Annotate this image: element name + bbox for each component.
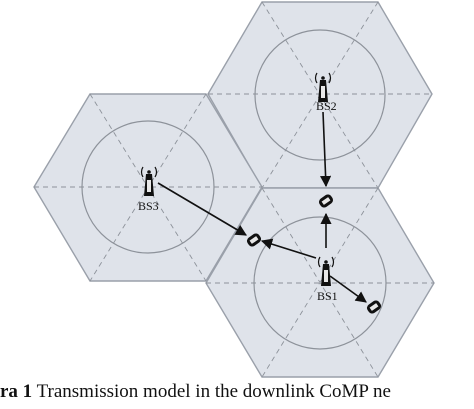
link-bs1-to-ue-shared-left — [260, 238, 317, 259]
bs2-antenna-icon — [314, 72, 332, 102]
figure-number: ra 1 — [0, 381, 33, 402]
bs3-label: BS3 — [138, 199, 159, 213]
link-bs2-to-ue-shared-top — [319, 111, 332, 188]
bs3-antenna-icon — [140, 166, 158, 196]
figure-caption-text: Transmission model in the downlink CoMP … — [32, 381, 391, 402]
ue-shared-top-phone-icon — [318, 194, 334, 208]
link-bs3-to-ue-shared-left — [157, 182, 247, 236]
ue-shared-left-phone-icon — [246, 233, 262, 247]
figure-caption: ra 1 Transmission model in the downlink … — [0, 381, 474, 407]
comp-transmission-diagram: BS2 BS3 BS1 — [33, 1, 435, 378]
bs2-label: BS2 — [316, 99, 337, 113]
cell-bs1 — [205, 187, 435, 378]
ue-local-phone-icon — [366, 300, 382, 314]
bs1-label: BS1 — [317, 289, 338, 303]
bs1-antenna-icon — [317, 256, 335, 286]
link-bs1-to-ue-local — [329, 275, 367, 303]
